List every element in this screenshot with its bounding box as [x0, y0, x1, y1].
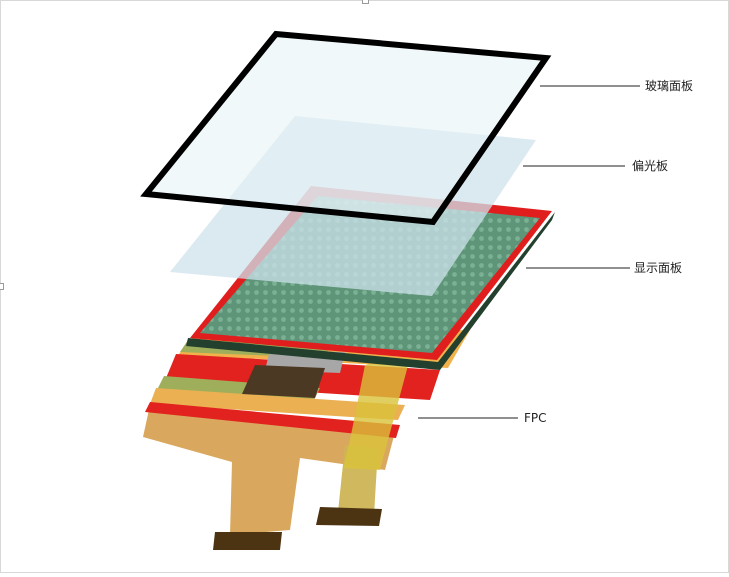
label-display-panel: 显示面板: [634, 261, 683, 275]
fpc-base: [143, 405, 395, 535]
label-polarizer: 偏光板: [632, 159, 669, 173]
connector-left: [213, 532, 282, 550]
fpc-strip-orange-2: [150, 388, 405, 420]
driver-ic: [242, 365, 325, 398]
leader-lines: [418, 85, 640, 419]
display-panel-edge: [186, 212, 555, 370]
resize-handle-left[interactable]: [0, 283, 4, 290]
connector-right: [316, 507, 382, 526]
resize-handle-top[interactable]: [362, 0, 369, 4]
glass-panel-layer: [140, 30, 552, 226]
label-glass-panel: 玻璃面板: [645, 79, 694, 93]
fpc-yellow-strip: [343, 358, 410, 470]
fpc-strip-red-2: [145, 402, 400, 438]
label-fpc: FPC: [524, 411, 547, 425]
glass-panel-frame: [140, 30, 552, 226]
glass-panel-fill: [146, 34, 546, 222]
